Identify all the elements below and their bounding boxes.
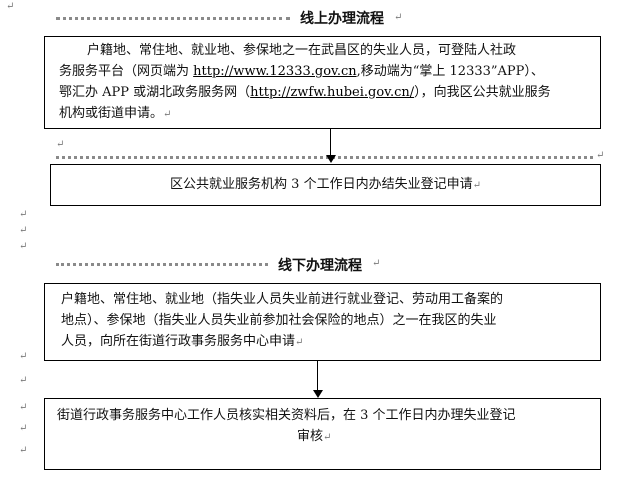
online-step-2-box: 区公共就业服务机构 3 个工作日内办结失业登记申请↵ — [50, 164, 601, 206]
paragraph-mark: ↵ — [394, 12, 403, 23]
paragraph-mark: ↵ — [472, 180, 481, 191]
rs-12333-link[interactable]: http://www.12333.gov.cn — [193, 64, 357, 79]
offline-step-2-box: 街道行政事务服务中心工作人员核实相关资料后，在 3 个工作日内办理失业登记 审核… — [44, 398, 601, 470]
paragraph-mark: ↵ — [163, 109, 172, 120]
paragraph-mark: ↵ — [19, 445, 28, 456]
online-step-1-line-2-post: ,移动端为“掌上 12333”APP）、 — [356, 64, 544, 79]
paragraph-mark: ↵ — [19, 241, 28, 252]
online-flow-arrow-line — [330, 129, 331, 155]
online-step-1-line-2-pre: 务服务平台（网页端为 — [59, 64, 194, 79]
title-dotted-leader — [56, 17, 290, 20]
paragraph-mark: ↵ — [19, 375, 28, 386]
paragraph-mark: ↵ — [323, 432, 332, 443]
offline-step-1-text: 户籍地、常住地、就业地（指失业人员失业前进行就业登记、劳动用工备案的 地点）、参… — [61, 289, 503, 352]
online-step-1-box: 户籍地、常住地、就业地、参保地之一在武昌区的失业人员，可登陆人社政 务服务平台（… — [44, 36, 601, 129]
offline-step-1-line-3: 人员，向所在街道行政事务服务中心申请↵ — [61, 331, 503, 352]
offline-step-2-text: 街道行政事务服务中心工作人员核实相关资料后，在 3 个工作日内办理失业登记 审核… — [57, 405, 600, 447]
offline-step-1-line-3-text: 人员，向所在街道行政事务服务中心申请 — [61, 334, 296, 349]
paragraph-mark: ↵ — [6, 1, 15, 12]
paragraph-mark: ↵ — [596, 150, 605, 161]
online-step-1-line-4: 机构或街道申请。↵ — [59, 103, 551, 124]
paragraph-mark: ↵ — [372, 258, 381, 269]
offline-step-2-line-2-text: 审核 — [297, 429, 324, 444]
offline-step-1-line-2: 地点）、参保地（指失业人员失业前参加社会保险的地点）之一在我区的失业 — [61, 313, 497, 328]
paragraph-mark: ↵ — [295, 337, 304, 348]
online-step-2-label: 区公共就业服务机构 3 个工作日内办结失业登记申请 — [170, 177, 473, 192]
online-step-1-line-2: 务服务平台（网页端为 http://www.12333.gov.cn,移动端为“… — [59, 61, 551, 82]
offline-step-2-line-1: 街道行政事务服务中心工作人员核实相关资料后，在 3 个工作日内办理失业登记 — [57, 408, 516, 423]
offline-flow-arrow-line — [317, 361, 318, 390]
offline-flow-arrow-head — [312, 390, 323, 398]
online-step-1-line-3-pre: 鄂汇办 APP 或湖北政务服务网（ — [59, 85, 251, 100]
online-section-title: 线上办理流程 — [300, 11, 384, 27]
paragraph-mark: ↵ — [19, 225, 28, 236]
paragraph-mark: ↵ — [19, 423, 28, 434]
paragraph-mark: ↵ — [19, 351, 28, 362]
online-step-1-line-4-text: 机构或街道申请。 — [59, 106, 164, 121]
online-step-1-text: 户籍地、常住地、就业地、参保地之一在武昌区的失业人员，可登陆人社政 务服务平台（… — [59, 40, 551, 124]
online-step-1-line-3: 鄂汇办 APP 或湖北政务服务网（http://zwfw.hubei.gov.c… — [59, 82, 551, 103]
online-flow-arrow-head — [325, 155, 336, 163]
online-step-1-line-1: 户籍地、常住地、就业地、参保地之一在武昌区的失业人员，可登陆人社政 — [87, 43, 517, 58]
online-step-2-text: 区公共就业服务机构 3 个工作日内办结失业登记申请↵ — [51, 174, 600, 195]
paragraph-mark: ↵ — [19, 402, 28, 413]
offline-section-title: 线下办理流程 — [278, 258, 362, 274]
connector-dotted-leader — [56, 156, 593, 159]
hubei-zwfw-link[interactable]: http://zwfw.hubei.gov.cn/ — [250, 85, 415, 100]
paragraph-mark: ↵ — [19, 209, 28, 220]
paragraph-mark: ↵ — [56, 139, 65, 150]
offline-step-2-line-2: 审核↵ — [57, 426, 600, 447]
offline-step-1-box: 户籍地、常住地、就业地（指失业人员失业前进行就业登记、劳动用工备案的 地点）、参… — [44, 283, 601, 361]
offline-step-1-line-1: 户籍地、常住地、就业地（指失业人员失业前进行就业登记、劳动用工备案的 — [61, 292, 504, 307]
online-step-1-line-3-post: ），向我区公共就业服务 — [414, 85, 551, 100]
title-dotted-leader — [56, 263, 268, 266]
